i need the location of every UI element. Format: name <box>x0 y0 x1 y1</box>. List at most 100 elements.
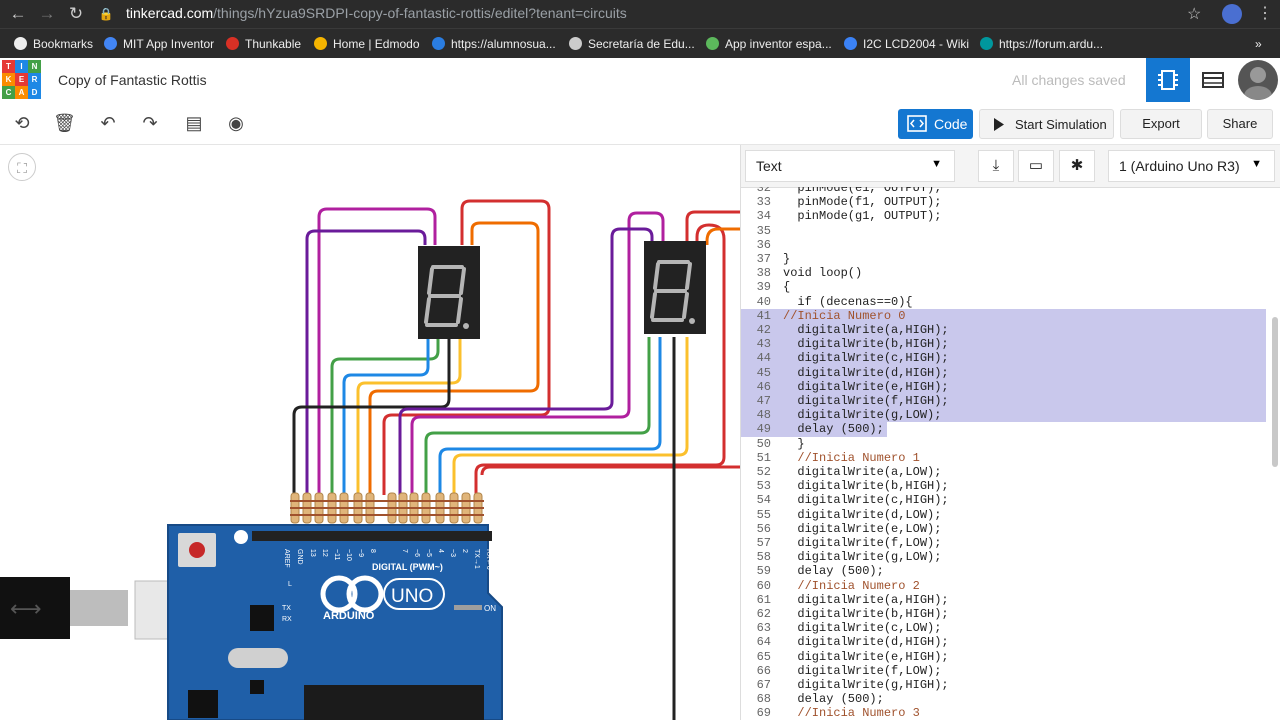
code-line[interactable]: 62 digitalWrite(b,HIGH); <box>741 607 1266 621</box>
tinkercad-logo[interactable]: T I N K E R C A D <box>2 60 41 99</box>
line-number: 32 <box>756 187 771 195</box>
redo-icon[interactable]: ↷ <box>142 113 158 133</box>
rotate-icon[interactable]: ⟲ <box>14 113 30 133</box>
code-line[interactable]: 60 //Inicia Numero 2 <box>741 579 1266 593</box>
back-icon[interactable]: ← <box>9 4 27 23</box>
code-line[interactable]: 42 digitalWrite(a,HIGH); <box>741 323 1266 338</box>
line-number: 49 <box>756 422 771 437</box>
forward-icon[interactable]: → <box>38 4 56 23</box>
wires-display-2[interactable] <box>398 210 740 720</box>
code-line[interactable]: 50 } <box>741 437 1266 451</box>
code-line[interactable]: 69 //Inicia Numero 3 <box>741 706 1266 720</box>
code-line[interactable]: 43 digitalWrite(b,HIGH); <box>741 337 1266 352</box>
wires-display-1[interactable] <box>292 199 551 495</box>
page-title[interactable]: Copy of Fantastic Rottis <box>58 72 207 88</box>
code-button[interactable]: Code <box>898 109 973 139</box>
start-simulation-button[interactable]: Start Simulation <box>979 109 1114 139</box>
logo-cell: R <box>28 73 41 86</box>
code-line[interactable]: 46 digitalWrite(e,HIGH); <box>741 379 1266 394</box>
undo-icon[interactable]: ↶ <box>100 113 116 133</box>
resistor-bank[interactable] <box>290 492 484 524</box>
code-line[interactable]: 55 digitalWrite(d,LOW); <box>741 508 1266 522</box>
bookmark-item[interactable]: I2C LCD2004 - Wiki <box>844 37 969 51</box>
fit-view-button[interactable]: ⛶ <box>8 153 36 181</box>
visibility-icon[interactable]: ◉ <box>228 113 244 133</box>
circuit-canvas[interactable]: ⛶ <box>0 145 740 720</box>
code-line[interactable]: 47 digitalWrite(f,HIGH); <box>741 394 1266 409</box>
reload-icon[interactable]: ↻ <box>68 4 84 23</box>
code-line[interactable]: 41//Inicia Numero 0 <box>741 308 1266 323</box>
code-line[interactable]: 48 digitalWrite(g,LOW); <box>741 408 1266 423</box>
code-line[interactable]: 58 digitalWrite(g,LOW); <box>741 550 1266 564</box>
circuit-view-button[interactable] <box>1146 58 1190 102</box>
avatar[interactable] <box>1238 60 1278 100</box>
code-line[interactable]: 52 digitalWrite(a,LOW); <box>741 465 1266 479</box>
code-line[interactable]: 57 digitalWrite(f,LOW); <box>741 536 1266 550</box>
favicon-icon <box>706 37 719 50</box>
logo-cell: N <box>28 60 41 73</box>
bookmark-item[interactable]: Home | Edmodo <box>314 37 420 51</box>
editor-scrollbar[interactable] <box>1272 317 1278 467</box>
line-number: 38 <box>756 266 771 281</box>
arduino-uno-board[interactable] <box>167 524 503 720</box>
bookmark-item[interactable]: App inventor espa... <box>706 37 832 51</box>
export-button[interactable]: Export <box>1120 109 1202 139</box>
code-line[interactable]: 53 digitalWrite(b,HIGH); <box>741 479 1266 493</box>
delete-icon[interactable]: 🗑 <box>53 113 76 133</box>
code-editor[interactable]: 32 pinMode(e1, OUTPUT);33 pinMode(f1, OU… <box>741 187 1280 720</box>
download-code-button[interactable]: ⤓ <box>978 150 1014 182</box>
component-list-button[interactable] <box>1190 58 1236 102</box>
pin-label: AREF <box>283 549 290 568</box>
bookmark-item[interactable]: https://forum.ardu... <box>980 37 1103 51</box>
code-mode-select[interactable]: Text ▼ <box>745 150 955 182</box>
more-menu-icon[interactable]: ⋮ <box>1257 5 1273 22</box>
library-button[interactable]: ▭ <box>1018 150 1054 182</box>
code-line[interactable]: 65 digitalWrite(e,HIGH); <box>741 650 1266 664</box>
board-select[interactable]: 1 (Arduino Uno R3) ▼ <box>1108 150 1275 182</box>
code-line[interactable]: 39{ <box>741 280 1266 294</box>
bookmark-item[interactable]: https://alumnosua... <box>432 37 556 51</box>
notes-icon[interactable]: ▤ <box>185 113 203 133</box>
code-line[interactable]: 59 delay (500); <box>741 564 1266 578</box>
code-line[interactable]: 66 digitalWrite(f,LOW); <box>741 664 1266 678</box>
code-line[interactable]: 56 digitalWrite(e,LOW); <box>741 522 1266 536</box>
library-icon: ▭ <box>1028 157 1044 174</box>
code-text: pinMode(g1, OUTPUT); <box>783 209 942 224</box>
debugger-button[interactable]: ✱ <box>1059 150 1095 182</box>
seven-segment-display-1[interactable] <box>418 246 480 339</box>
code-line[interactable]: 64 digitalWrite(d,HIGH); <box>741 635 1266 649</box>
code-line[interactable]: 32 pinMode(e1, OUTPUT); <box>741 187 1266 195</box>
code-panel: Text ▼ ⤓ ▭ ✱ 1 (Arduino Uno R3) ▼ 32 pin… <box>740 145 1280 720</box>
code-text: //Inicia Numero 0 <box>783 308 906 323</box>
bookmark-item[interactable]: Secretaría de Edu... <box>569 37 695 51</box>
code-line[interactable]: 68 delay (500); <box>741 692 1266 706</box>
seven-segment-display-2[interactable] <box>644 241 706 334</box>
pin-label: GND <box>296 549 303 565</box>
bookmark-item[interactable]: Thunkable <box>226 37 301 51</box>
code-line[interactable]: 51 //Inicia Numero 1 <box>741 451 1266 465</box>
code-line[interactable]: 49 delay (500); <box>741 422 887 437</box>
share-button[interactable]: Share <box>1207 109 1273 139</box>
code-text: digitalWrite(f,HIGH); <box>783 394 949 408</box>
code-line[interactable]: 61 digitalWrite(a,HIGH); <box>741 593 1266 607</box>
bookmark-star-icon[interactable]: ☆ <box>1187 6 1202 23</box>
profile-icon[interactable] <box>1222 4 1242 24</box>
code-line[interactable]: 44 digitalWrite(c,HIGH); <box>741 351 1266 366</box>
code-line[interactable]: 54 digitalWrite(c,HIGH); <box>741 493 1266 507</box>
bookmark-label: I2C LCD2004 - Wiki <box>863 37 970 51</box>
code-line[interactable]: 63 digitalWrite(c,LOW); <box>741 621 1266 635</box>
code-line[interactable]: 40 if (decenas==0){ <box>741 295 1266 309</box>
code-text: //Inicia Numero 2 <box>783 578 920 593</box>
url-text[interactable]: tinkercad.com/things/hYzua9SRDPI-copy-of… <box>126 5 627 21</box>
code-line[interactable]: 33 pinMode(f1, OUTPUT); <box>741 195 1266 209</box>
code-line[interactable]: 36 <box>741 238 1266 252</box>
more-bookmarks-icon[interactable]: » <box>1255 37 1262 51</box>
code-line[interactable]: 67 digitalWrite(g,HIGH); <box>741 678 1266 692</box>
code-line[interactable]: 34 pinMode(g1, OUTPUT); <box>741 209 1266 223</box>
bookmark-item[interactable]: Bookmarks <box>14 37 93 51</box>
bookmark-item[interactable]: MIT App Inventor <box>104 37 214 51</box>
code-line[interactable]: 35 <box>741 224 1266 238</box>
code-line[interactable]: 45 digitalWrite(d,HIGH); <box>741 365 1266 380</box>
code-line[interactable]: 37} <box>741 252 1266 266</box>
